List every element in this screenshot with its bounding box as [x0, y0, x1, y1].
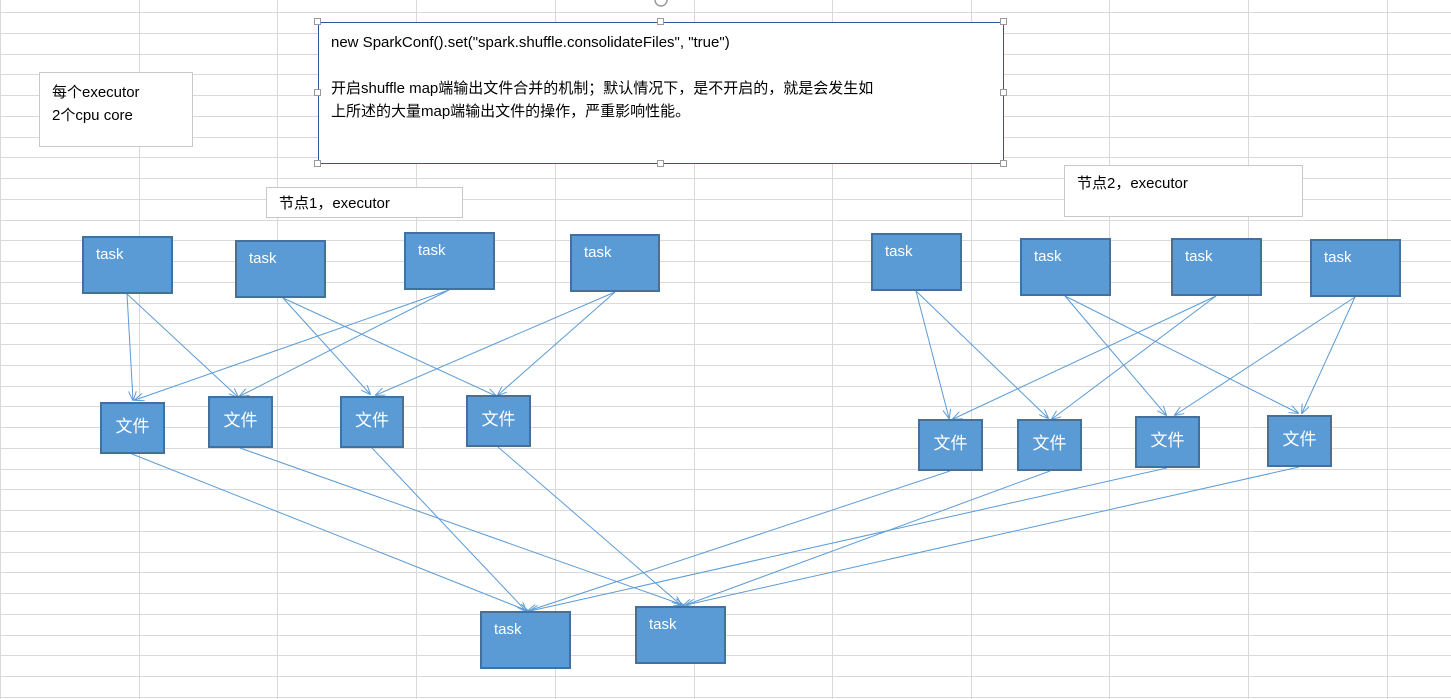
connector-arrow[interactable]: [376, 291, 616, 395]
config-desc-line2: 上所述的大量map端输出文件的操作，严重影响性能。: [331, 103, 691, 120]
output-file-label: 文件: [933, 434, 968, 453]
output-file-box[interactable]: 文件: [1135, 416, 1200, 468]
map-task-label: task: [584, 244, 612, 261]
executor-note[interactable]: 每个executor 2个cpu core: [39, 72, 193, 147]
connector-arrow[interactable]: [1302, 296, 1356, 413]
map-task-box[interactable]: task: [871, 233, 962, 291]
resize-handle-left[interactable]: [314, 89, 321, 96]
output-file-label: 文件: [1032, 434, 1067, 453]
node1-label[interactable]: 节点1，executor: [266, 187, 463, 218]
output-file-box[interactable]: 文件: [466, 395, 531, 447]
output-file-label: 文件: [1282, 430, 1317, 449]
map-task-box[interactable]: task: [404, 232, 495, 290]
connector-arrow[interactable]: [1175, 296, 1356, 415]
connector-arrow[interactable]: [239, 447, 683, 605]
output-file-box[interactable]: 文件: [208, 396, 273, 448]
connector-arrow[interactable]: [282, 297, 496, 396]
map-task-box[interactable]: task: [1171, 238, 1262, 296]
output-file-box[interactable]: 文件: [340, 396, 404, 448]
map-task-box[interactable]: task: [235, 240, 326, 298]
output-file-box[interactable]: 文件: [1017, 419, 1082, 471]
resize-handle-bottom[interactable]: [657, 160, 664, 167]
map-task-box[interactable]: task: [82, 236, 173, 294]
map-task-label: task: [249, 250, 277, 267]
output-file-label: 文件: [223, 411, 258, 430]
connector-arrow[interactable]: [915, 290, 949, 418]
output-file-box[interactable]: 文件: [1267, 415, 1332, 467]
connector-arrow[interactable]: [135, 289, 450, 400]
map-task-box[interactable]: task: [570, 234, 660, 292]
map-task-label: task: [96, 246, 124, 263]
rotate-handle-icon[interactable]: [651, 0, 671, 10]
executor-note-line2: 2个cpu core: [52, 107, 133, 124]
resize-handle-right[interactable]: [1000, 89, 1007, 96]
map-task-label: task: [418, 242, 446, 259]
connector-arrow[interactable]: [953, 295, 1217, 419]
connector-arrow[interactable]: [1052, 295, 1217, 419]
map-task-label: task: [885, 243, 913, 260]
node1-label-text: 节点1，executor: [279, 195, 390, 212]
connector-arrow[interactable]: [498, 291, 616, 395]
output-file-box[interactable]: 文件: [100, 402, 165, 454]
connector-arrow[interactable]: [131, 453, 528, 611]
connector-arrow[interactable]: [126, 293, 238, 397]
connector-arrow[interactable]: [1064, 295, 1298, 413]
config-desc-line1: 开启shuffle map端输出文件合并的机制；默认情况下，是不开启的，就是会发…: [331, 80, 874, 97]
output-file-label: 文件: [1150, 431, 1185, 450]
config-note[interactable]: new SparkConf().set("spark.shuffle.conso…: [318, 22, 1004, 164]
connector-arrow[interactable]: [240, 289, 450, 396]
node2-label[interactable]: 节点2，executor: [1064, 165, 1303, 217]
output-file-label: 文件: [355, 411, 389, 430]
config-code: new SparkConf().set("spark.shuffle.conso…: [331, 34, 730, 51]
connector-arrow[interactable]: [528, 470, 951, 611]
output-file-label: 文件: [115, 417, 150, 436]
connector-arrow[interactable]: [683, 470, 1051, 606]
executor-note-line1: 每个executor: [52, 84, 140, 101]
map-task-box[interactable]: task: [1310, 239, 1401, 297]
connector-arrow[interactable]: [282, 297, 370, 394]
node2-label-text: 节点2，executor: [1077, 175, 1188, 192]
resize-handle-top[interactable]: [657, 18, 664, 25]
connector-arrow[interactable]: [530, 467, 1168, 611]
connector-arrow[interactable]: [126, 293, 133, 400]
map-task-label: task: [1034, 248, 1062, 265]
resize-handle-bottom-right[interactable]: [1000, 160, 1007, 167]
map-task-box[interactable]: task: [1020, 238, 1111, 296]
output-file-box[interactable]: 文件: [918, 419, 983, 471]
connector-arrow[interactable]: [497, 446, 681, 605]
output-file-label: 文件: [481, 410, 516, 429]
resize-handle-top-left[interactable]: [314, 18, 321, 25]
reduce-task-label: task: [494, 621, 522, 638]
reduce-task-box[interactable]: task: [480, 611, 571, 669]
connector-arrow[interactable]: [686, 466, 1300, 605]
connector-arrow[interactable]: [915, 290, 1048, 418]
connector-arrow[interactable]: [371, 447, 526, 611]
connector-arrow[interactable]: [1064, 295, 1166, 415]
map-task-label: task: [1185, 248, 1213, 265]
reduce-task-box[interactable]: task: [635, 606, 726, 664]
reduce-task-label: task: [649, 616, 677, 633]
map-task-label: task: [1324, 249, 1352, 266]
resize-handle-top-right[interactable]: [1000, 18, 1007, 25]
resize-handle-bottom-left[interactable]: [314, 160, 321, 167]
